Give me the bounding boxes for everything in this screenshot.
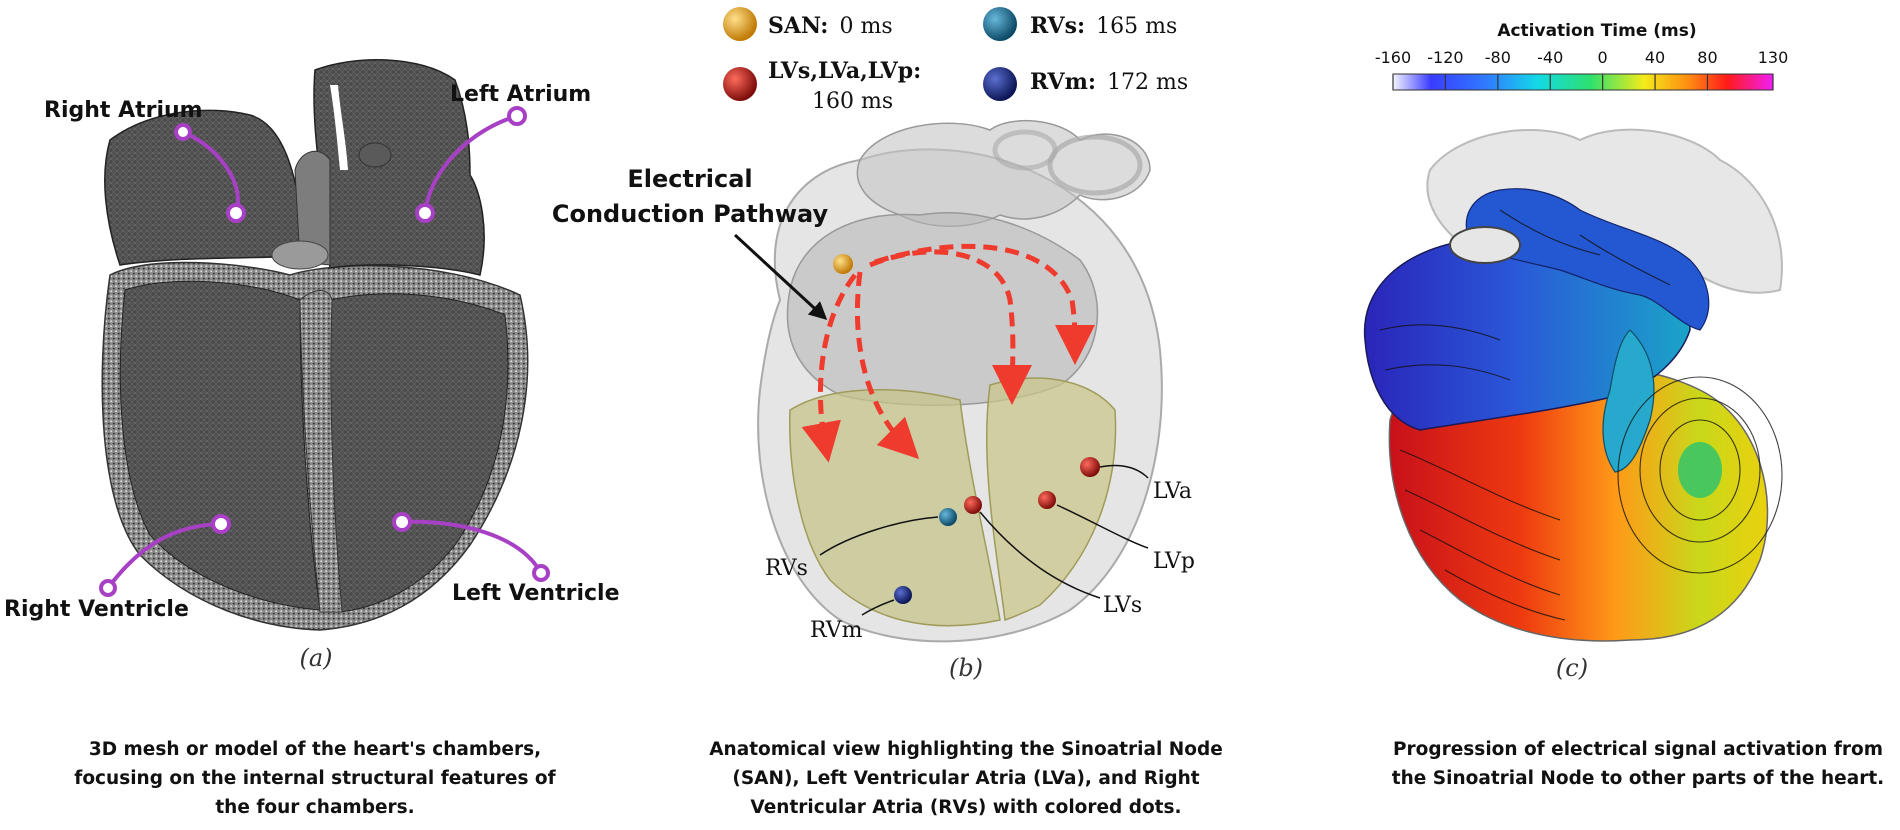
legend-rvs-dot xyxy=(983,7,1017,41)
right-atrium-leader-end xyxy=(226,203,246,223)
valve-opening xyxy=(271,240,329,270)
san-dot xyxy=(833,254,853,274)
atria-region xyxy=(786,212,1099,406)
panel-c-sublabel: (c) xyxy=(1556,654,1588,682)
activation-heart-pulmonary xyxy=(1602,329,1655,473)
legend-rvs-time: 165 ms xyxy=(1096,14,1177,39)
colorbar-tick-label: -80 xyxy=(1485,48,1511,67)
lvp-leader xyxy=(1056,504,1149,549)
legend-rvm-time: 172 ms xyxy=(1107,70,1188,95)
colorbar-tick-label: -120 xyxy=(1427,48,1463,67)
left-ventricle-cavity xyxy=(328,293,509,613)
right-atrium-cavity xyxy=(104,109,306,266)
left-atrium-opening xyxy=(358,142,392,168)
lvs-dot xyxy=(964,496,982,514)
colorbar: Activation Time (ms) -160 -120 -80 -40 0 40 80… xyxy=(1375,21,1788,91)
lva-leader xyxy=(1099,464,1149,479)
colorbar-tick-label: 80 xyxy=(1697,48,1717,67)
panel-b-sublabel: (b) xyxy=(949,654,983,682)
rvs-leader xyxy=(819,516,939,556)
colorbar-tick-label: 0 xyxy=(1598,48,1608,67)
legend-san-time: 0 ms xyxy=(840,14,893,39)
pathway-label-line2: Conduction Pathway xyxy=(552,200,829,228)
point-label-lvp: LVp xyxy=(1153,549,1195,574)
atrial-septum xyxy=(294,150,331,266)
colorbar-tick-label: 40 xyxy=(1645,48,1665,67)
lvs-leader xyxy=(979,511,1101,599)
left-ventricle-leader-end xyxy=(532,564,550,582)
label-left-atrium: Left Atrium xyxy=(450,82,591,107)
pathway-label-line1: Electrical xyxy=(627,165,752,193)
pathway-arrow-lv-outer xyxy=(874,243,1095,365)
pathway-arrow-rv-outer xyxy=(801,273,857,463)
left-atrium-leader xyxy=(423,114,518,214)
vessel-ring-right xyxy=(1047,134,1143,196)
point-label-rvs: RVs xyxy=(765,556,808,581)
legend-lv-name: LVs,LVa,LVp: xyxy=(768,58,921,84)
point-label-lvs: LVs xyxy=(1103,593,1142,618)
colorbar-title: Activation Time (ms) xyxy=(1497,21,1696,41)
panel-b: SAN: 0 ms RVs: 165 ms LVs,LVa,LVp: 160 m… xyxy=(552,7,1195,682)
vessel-ring-left xyxy=(992,129,1058,171)
left-ventricle-leader-start xyxy=(392,512,412,532)
label-right-ventricle: Right Ventricle xyxy=(4,597,189,622)
legend-san-dot xyxy=(723,7,757,41)
point-leaders xyxy=(819,464,1149,616)
panel-a-sublabel: (a) xyxy=(299,644,332,672)
panel-c: Activation Time (ms) -160 -120 -80 -40 0 40 80… xyxy=(1363,21,1788,682)
rvm-dot xyxy=(894,586,912,604)
legend-rvm: RVm: 172 ms xyxy=(1030,69,1188,95)
right-ventricle-region xyxy=(789,389,1001,627)
pathway-pointer-arrow xyxy=(733,233,828,321)
legend-rvm-name: RVm: xyxy=(1030,69,1096,95)
legend: SAN: 0 ms RVs: 165 ms LVs,LVa,LVp: 160 m… xyxy=(723,7,1188,114)
activation-heart-aorta xyxy=(1465,188,1710,331)
legend-rvs-name: RVs: xyxy=(1030,13,1085,39)
left-ventricle-leader xyxy=(401,519,543,574)
activation-heart-valve-ring xyxy=(1449,226,1521,264)
right-ventricle-leader-end xyxy=(211,514,231,534)
chamber-annotations xyxy=(99,106,550,597)
lva-dot xyxy=(1080,457,1100,477)
right-ventricle-leader xyxy=(106,522,222,590)
point-label-lva: LVa xyxy=(1153,479,1192,504)
activation-heart xyxy=(1363,128,1783,642)
isochrone-lines xyxy=(1379,209,1783,621)
conduction-pathway xyxy=(801,243,1095,463)
caption-panel-b: Anatomical view highlighting the Sinoatr… xyxy=(709,739,1223,818)
label-left-ventricle: Left Ventricle xyxy=(452,581,620,606)
caption-panel-a: 3D mesh or model of the heart's chambers… xyxy=(74,739,556,818)
left-atrium-leader-start xyxy=(507,106,527,126)
legend-rvm-dot xyxy=(983,67,1017,101)
right-ventricle-leader-start xyxy=(99,579,117,597)
legend-rvs: RVs: 165 ms xyxy=(1030,13,1177,39)
colorbar-tick-label: -160 xyxy=(1375,48,1411,67)
colorbar-tick-label: -40 xyxy=(1537,48,1563,67)
legend-lv-time: 160 ms xyxy=(812,89,893,114)
heart-mesh-model xyxy=(101,59,529,631)
left-atrium-leader-end xyxy=(415,203,435,223)
legend-lv-dot xyxy=(723,67,757,101)
rvm-leader xyxy=(861,599,895,616)
activation-heart-focus xyxy=(1678,442,1722,498)
colorbar-gradient xyxy=(1392,73,1774,91)
septum xyxy=(299,290,343,613)
rvs-dot xyxy=(939,508,957,526)
pathway-arrow-lv-inner xyxy=(869,249,1033,405)
lvp-dot xyxy=(1038,491,1056,509)
colorbar-ticks: -160 -120 -80 -40 0 40 80 130 xyxy=(1375,48,1788,90)
panel-a: Right Atrium Left Atrium Right Ventricle… xyxy=(4,59,620,672)
point-label-rvm: RVm xyxy=(810,618,863,643)
label-right-atrium: Right Atrium xyxy=(44,98,203,123)
right-atrium-leader-start xyxy=(174,123,192,141)
atrial-notch xyxy=(330,85,348,170)
legend-san-name: SAN: xyxy=(768,13,828,39)
pathway-arrow-rv-inner xyxy=(855,271,920,460)
legend-san: SAN: 0 ms xyxy=(768,13,893,39)
colorbar-tick-label: 130 xyxy=(1758,48,1789,67)
caption-panel-c: Progression of electrical signal activat… xyxy=(1391,739,1885,789)
